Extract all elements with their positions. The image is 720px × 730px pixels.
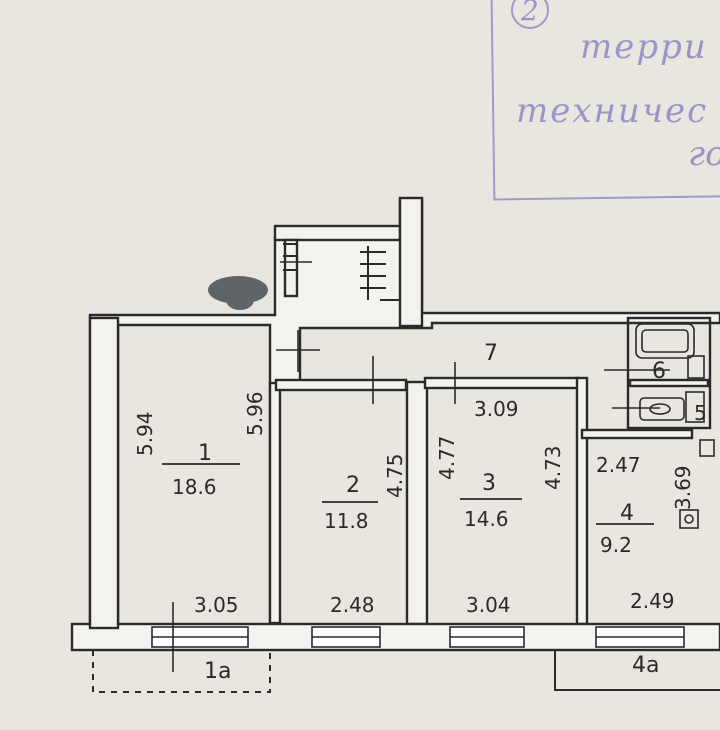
electric-panel-icon — [679, 439, 715, 529]
stamp-line-1: терри — [580, 27, 708, 67]
stamp-line-2: техничес — [516, 91, 708, 131]
room-3-dim-bottom: 3.04 — [466, 593, 511, 617]
balconies — [92, 650, 720, 693]
toilet-icon — [639, 355, 705, 421]
room-3-dim-top: 3.09 — [474, 397, 519, 421]
technical-stamp: 2 терри техничес го — [490, 0, 720, 201]
room-2-area: 11.8 — [324, 509, 369, 533]
walls — [70, 196, 720, 652]
redaction-blot-icon — [208, 276, 268, 310]
room-2-dim-right: 4.75 — [383, 453, 407, 498]
labels: 1 18.6 5.94 5.96 3.05 2 11.8 4.75 2.48 3… — [133, 341, 707, 684]
corridor-id: 7 — [484, 341, 498, 366]
room-1-dim-right: 5.96 — [243, 391, 267, 436]
bathtub-icon — [635, 323, 695, 359]
door-marks — [172, 261, 670, 672]
stamp-number: 2 — [520, 0, 539, 27]
room-3-id: 3 — [482, 471, 496, 496]
stair-hatch-icon — [283, 243, 400, 301]
sink-icon — [685, 391, 705, 423]
room-4-id: 4 — [620, 501, 634, 526]
fraction-bars — [162, 463, 654, 525]
room-1-dim-left: 5.94 — [133, 411, 157, 456]
room-4-area: 9.2 — [600, 533, 632, 557]
room-3-dim-left: 4.77 — [435, 435, 459, 480]
windows — [151, 626, 685, 648]
room-1-dim-bottom: 3.05 — [194, 593, 239, 617]
room-2-id: 2 — [346, 473, 360, 498]
room-4-dim-right: 3.69 — [671, 465, 695, 510]
stamp-line-3: го — [688, 134, 720, 174]
toilet-id: 5 — [694, 401, 707, 425]
room-4-dim-bottom: 2.49 — [630, 589, 675, 613]
balcony-4a-label: 4а — [632, 653, 659, 678]
stamp-circle-icon — [511, 0, 549, 29]
bathroom-id: 6 — [652, 359, 666, 384]
room-3-dim-right: 4.73 — [541, 445, 565, 490]
room-2-dim-bottom: 2.48 — [330, 593, 375, 617]
room-4-dim-top: 2.47 — [596, 453, 641, 477]
balcony-1a-label: 1а — [204, 659, 231, 684]
room-3-area: 14.6 — [464, 507, 509, 531]
room-1-area: 18.6 — [172, 475, 217, 499]
room-1-id: 1 — [198, 441, 212, 466]
